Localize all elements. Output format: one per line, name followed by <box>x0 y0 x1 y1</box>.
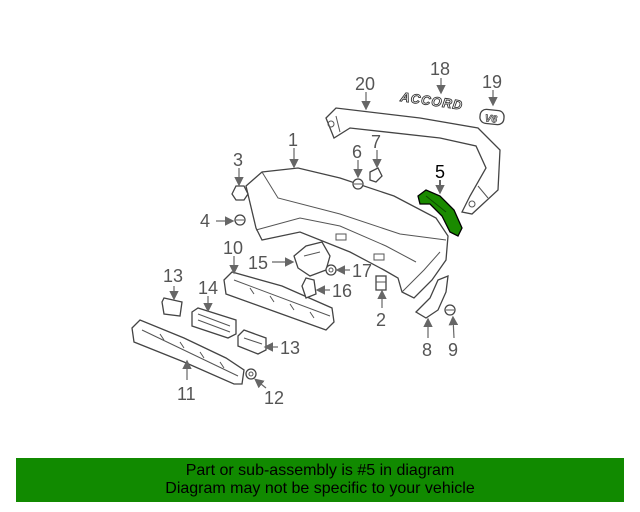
label-part-7: 7 <box>371 132 381 152</box>
label-part-17: 17 <box>352 261 372 281</box>
clip-part-7[interactable] <box>369 167 383 183</box>
label-part-5: 5 <box>435 162 445 182</box>
label-part-12: 12 <box>264 388 284 408</box>
reinforcement-part-10[interactable] <box>223 271 335 331</box>
bolt-part-6[interactable] <box>352 178 364 190</box>
accord-emblem-text: ACCORD <box>399 89 465 113</box>
label-part-10: 10 <box>223 238 243 258</box>
label-part-13-upper: 13 <box>163 266 183 286</box>
accord-emblem-part-18[interactable]: ACCORD <box>398 89 465 114</box>
nut-part-12[interactable] <box>245 368 257 380</box>
bracket-part-15[interactable] <box>293 241 331 277</box>
label-part-14: 14 <box>198 278 218 298</box>
v6-badge-part-19[interactable]: V6 <box>479 108 505 126</box>
label-part-9: 9 <box>448 340 458 360</box>
vent-part-14[interactable] <box>191 307 237 339</box>
plug-part-13-lower[interactable] <box>237 329 267 355</box>
label-part-6: 6 <box>352 142 362 162</box>
label-part-13-lower: 13 <box>280 338 300 358</box>
screw-part-4[interactable] <box>234 214 246 226</box>
nut-part-17[interactable] <box>325 264 337 276</box>
screw-part-9[interactable] <box>444 304 456 316</box>
banner-line-disclaimer: Diagram may not be specific to your vehi… <box>165 480 475 497</box>
label-part-19: 19 <box>482 72 502 92</box>
lower-reinforcement-part-11[interactable] <box>131 319 245 385</box>
absorber-beam-part-20[interactable] <box>325 107 501 215</box>
label-part-16: 16 <box>332 281 352 301</box>
info-banner: Part or sub-assembly is #5 in diagram Di… <box>16 458 624 502</box>
label-part-1: 1 <box>288 130 298 150</box>
label-part-8: 8 <box>422 340 432 360</box>
clip-part-2[interactable] <box>375 275 387 291</box>
clip-part-3[interactable] <box>231 185 249 201</box>
label-part-20: 20 <box>355 74 375 94</box>
parts-diagram: ACCORD V6 <box>131 59 505 408</box>
v6-badge-text: V6 <box>484 113 498 125</box>
spacer-part-8[interactable] <box>414 274 449 319</box>
label-part-11: 11 <box>177 384 196 404</box>
leader-lines <box>169 78 498 389</box>
plug-part-13-upper[interactable] <box>161 297 183 317</box>
label-part-3: 3 <box>233 150 243 170</box>
label-part-18: 18 <box>430 59 450 79</box>
label-part-4: 4 <box>200 211 210 231</box>
label-part-15: 15 <box>248 253 268 273</box>
bumper-cover-part-1[interactable] <box>245 167 449 299</box>
clip-part-16[interactable] <box>301 277 317 299</box>
banner-line-part-number: Part or sub-assembly is #5 in diagram <box>185 462 455 479</box>
label-part-2: 2 <box>376 310 386 330</box>
part-number-labels: 1 2 3 4 5 6 7 8 9 10 11 12 13 13 14 15 1… <box>163 59 502 408</box>
